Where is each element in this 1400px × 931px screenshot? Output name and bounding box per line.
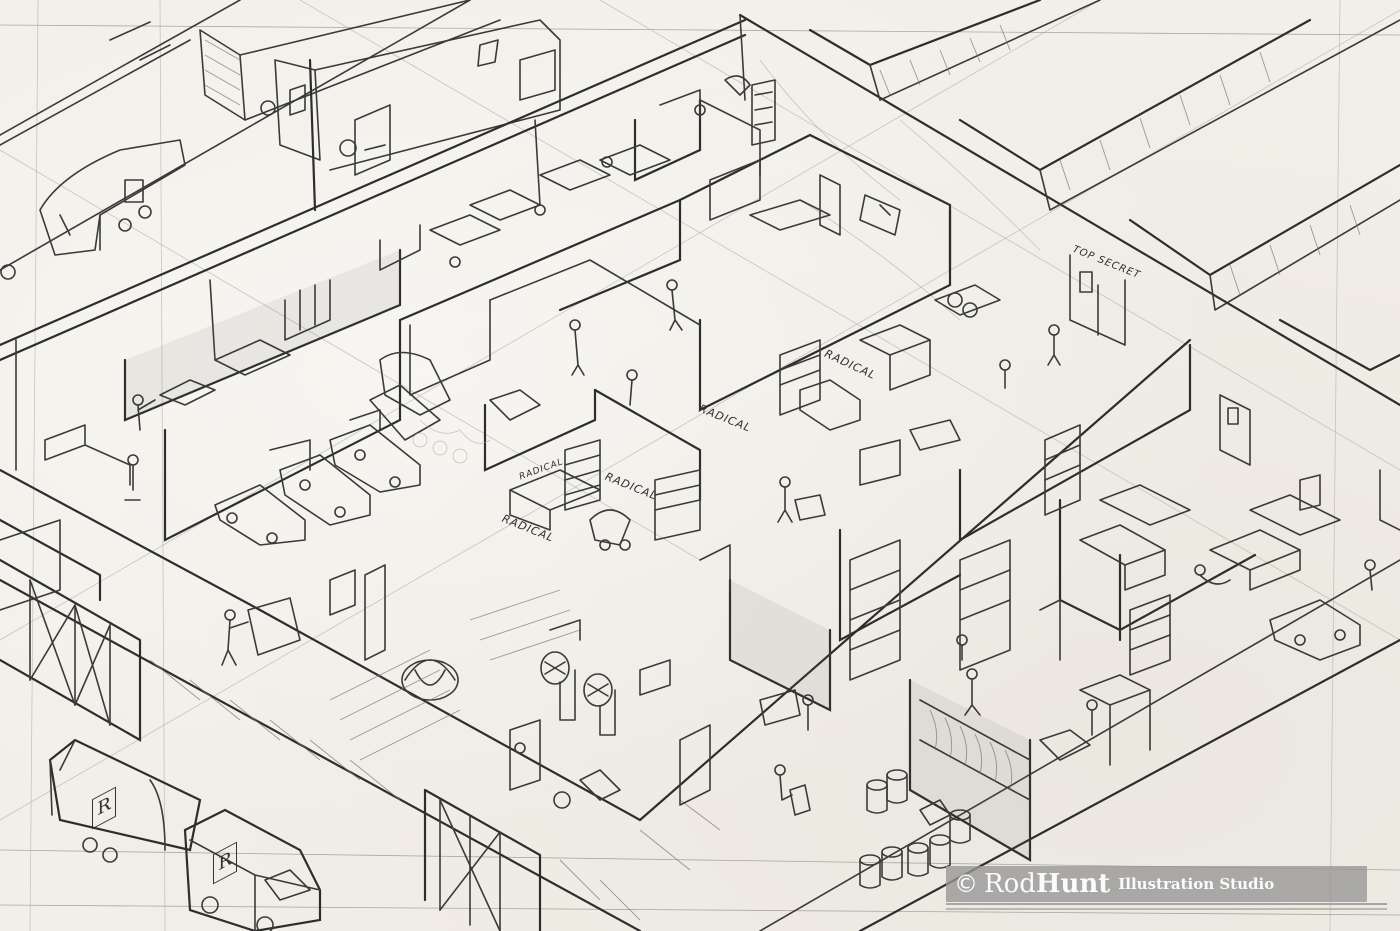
barrels xyxy=(859,769,971,889)
doors xyxy=(679,174,1400,806)
watermark-suffix: Illustration Studio xyxy=(1118,875,1275,893)
sawtooth-roofs xyxy=(759,0,1400,372)
workshop-equipment xyxy=(509,284,1341,801)
top-street xyxy=(0,0,561,280)
copyright-symbol: © xyxy=(954,870,978,898)
bottom-vehicles xyxy=(48,738,322,931)
watermark-name-bold: Hunt xyxy=(1035,869,1111,899)
interior-walls xyxy=(123,98,1257,862)
front-fence xyxy=(0,518,721,931)
watermark-banner: © Rod Hunt Illustration Studio xyxy=(946,866,1387,910)
cars xyxy=(214,351,1361,661)
courtyard-props xyxy=(329,544,731,809)
office-furniture xyxy=(44,75,901,501)
figures xyxy=(221,279,1376,816)
watermark-name-light: Rod xyxy=(984,869,1036,899)
